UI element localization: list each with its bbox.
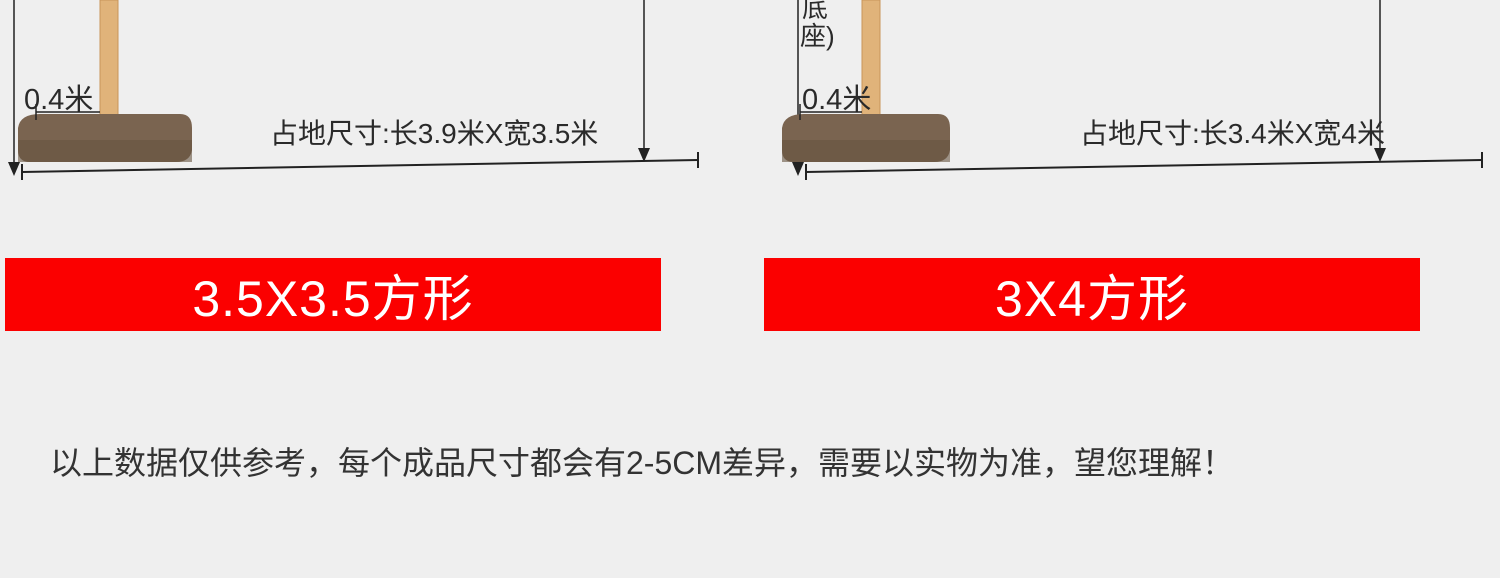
base-offset-label: 0.4米 <box>24 84 94 116</box>
arrow-down-icon <box>792 162 804 176</box>
umbrella-base-illustration <box>8 0 699 180</box>
umbrella-pole <box>99 0 119 121</box>
base-offset-label: 0.4米 <box>802 84 872 116</box>
size-banner-right: 3X4方形 <box>764 258 1420 331</box>
disclaimer-note: 以上数据仅供参考，每个成品尺寸都会有2-5CM差异，需要以实物为准，望您理解！ <box>50 445 1235 481</box>
ground-dimension-line <box>21 159 699 173</box>
umbrella-base-illustration <box>782 0 1483 180</box>
umbrella-diagram-left: 0.4米 占地尺寸:长3.9米X宽3.5米 <box>0 0 740 200</box>
arrow-down-icon <box>8 162 20 176</box>
umbrella-diagram-right: 底座) 0.4米 占地尺寸:长3.4米X宽4米 <box>760 0 1500 200</box>
ground-dimension-line <box>805 159 1483 173</box>
arrow-down-icon <box>638 148 650 162</box>
size-banner-left: 3.5X3.5方形 <box>5 258 661 331</box>
footprint-label: 占地尺寸:长3.9米X宽3.5米 <box>270 118 599 149</box>
base-vertical-label: 底座) <box>800 0 835 51</box>
arrow-down-icon <box>1374 148 1386 162</box>
footprint-label: 占地尺寸:长3.4米X宽4米 <box>1080 118 1385 149</box>
